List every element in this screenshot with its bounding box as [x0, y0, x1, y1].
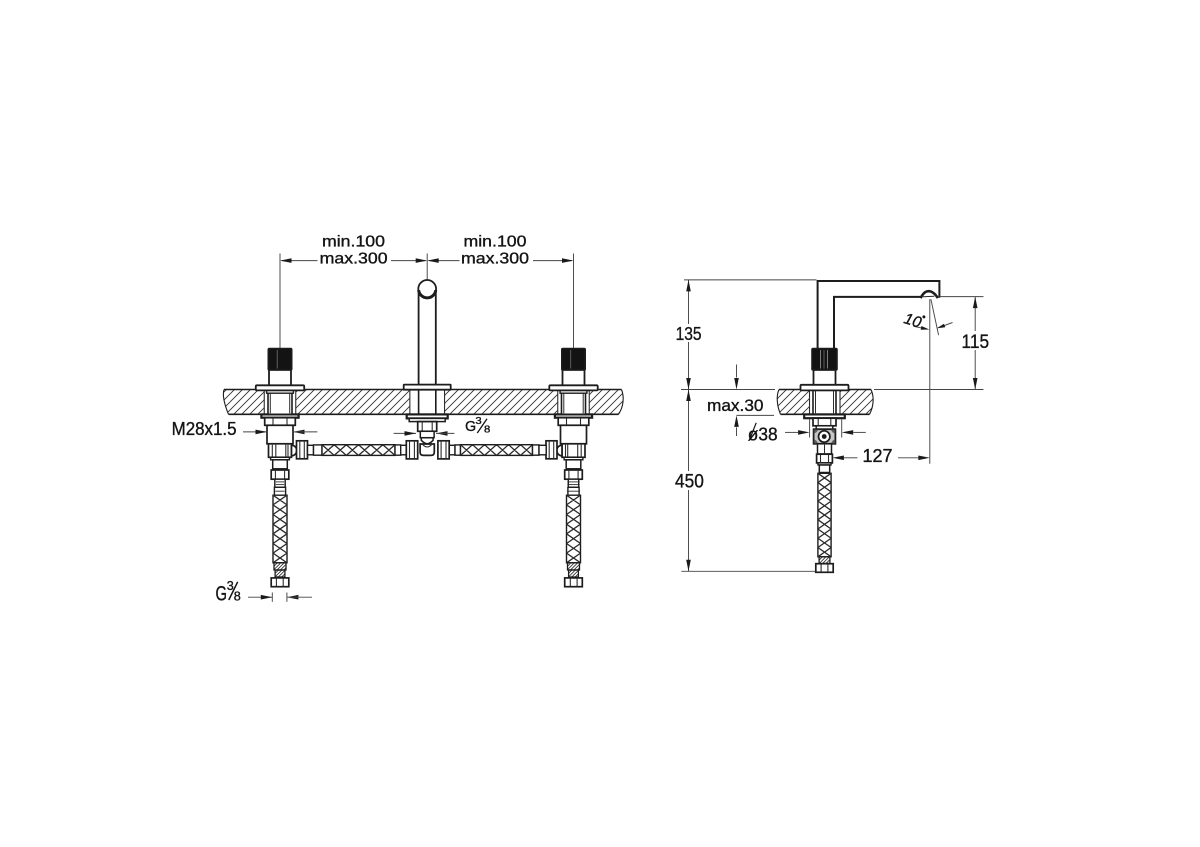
svg-text:450: 450: [675, 472, 704, 493]
svg-text:min.100: min.100: [322, 233, 385, 250]
svg-text:M28x1.5: M28x1.5: [172, 419, 237, 439]
svg-text:115: 115: [962, 332, 990, 353]
svg-text:G: G: [465, 419, 476, 435]
svg-text:8: 8: [234, 590, 241, 604]
svg-text:3: 3: [475, 416, 482, 427]
svg-text:min.100: min.100: [464, 233, 527, 250]
svg-text:max.300: max.300: [320, 250, 388, 267]
svg-text:127: 127: [863, 445, 893, 466]
svg-text:max.30: max.30: [707, 396, 764, 415]
svg-text:ø38: ø38: [748, 425, 778, 445]
svg-text:3: 3: [227, 579, 234, 593]
svg-text:G: G: [216, 583, 228, 606]
svg-text:10: 10: [902, 310, 924, 331]
svg-text:max.300: max.300: [461, 250, 529, 267]
svg-text:135: 135: [676, 323, 702, 344]
svg-text:8: 8: [484, 425, 491, 436]
